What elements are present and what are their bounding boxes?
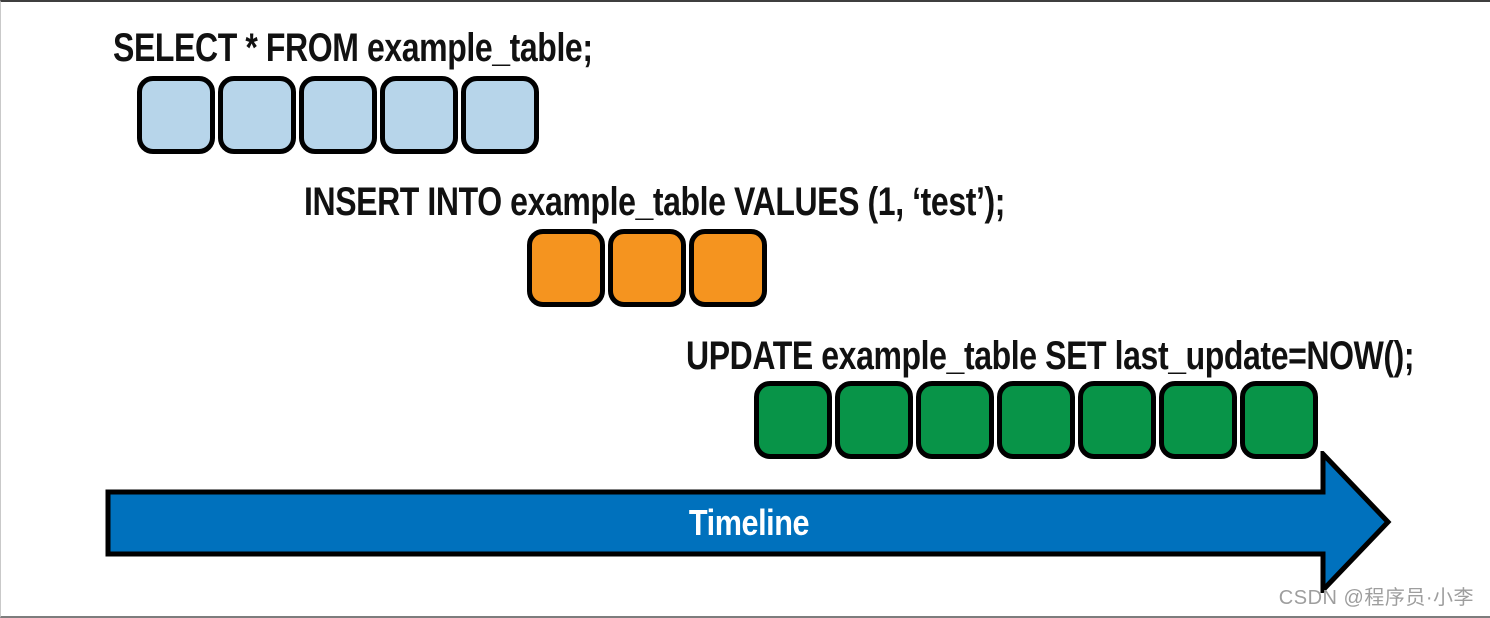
select-duration-block: [380, 76, 458, 154]
update-duration-block: [835, 381, 913, 459]
update-duration-block: [1159, 381, 1237, 459]
select-query-label: SELECT * FROM example_table;: [113, 26, 593, 70]
update-query-duration-blocks: [754, 381, 1318, 459]
update-duration-block: [754, 381, 832, 459]
select-duration-block: [218, 76, 296, 154]
timeline-label: Timeline: [688, 502, 810, 543]
insert-duration-block: [689, 229, 767, 307]
insert-duration-block: [608, 229, 686, 307]
select-duration-block: [137, 76, 215, 154]
insert-duration-block: [527, 229, 605, 307]
update-duration-block: [997, 381, 1075, 459]
insert-query-label: INSERT INTO example_table VALUES (1, ‘te…: [304, 180, 1005, 224]
update-duration-block: [1240, 381, 1318, 459]
insert-query-duration-blocks: [527, 229, 767, 307]
update-query-label: UPDATE example_table SET last_update=NOW…: [686, 334, 1415, 378]
timeline-arrow: [105, 447, 1393, 597]
select-query-duration-blocks: [137, 76, 539, 154]
select-duration-block: [299, 76, 377, 154]
select-duration-block: [461, 76, 539, 154]
update-duration-block: [1078, 381, 1156, 459]
update-duration-block: [916, 381, 994, 459]
timeline-arrow-shape: [105, 447, 1392, 597]
watermark-text: CSDN @程序员·小李: [1278, 587, 1474, 609]
